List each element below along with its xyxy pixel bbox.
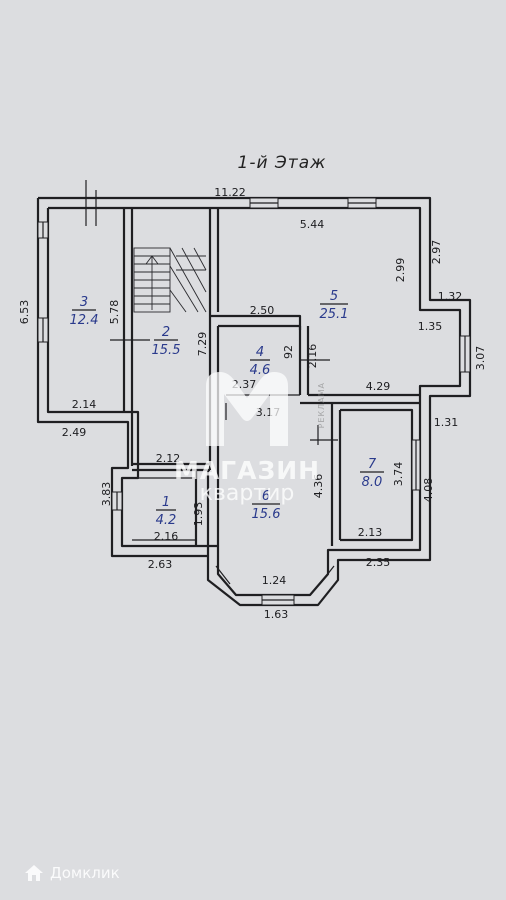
advert-label: РЕКЛАМА (317, 382, 326, 429)
staircase (133, 247, 207, 313)
room-7-number: 7 (368, 457, 377, 472)
floor-title: 1-й Этаж (238, 153, 327, 173)
dim-room5-right: 2.99 (394, 258, 407, 283)
dim-overall-width: 11.22 (214, 186, 246, 199)
dim-room4-b: 2.16 (306, 344, 319, 369)
brand-logo: Домклик (24, 864, 120, 882)
room-1-area: 4.2 (156, 513, 177, 528)
dim-bottom-left: 2.63 (148, 558, 173, 571)
dim-room1-top: 2.12 (156, 452, 181, 465)
room-5-number: 5 (330, 289, 338, 304)
dim-room3-bottom: 2.14 (72, 398, 97, 411)
dimension-labels: 11.22 5.44 6.53 5.78 2.14 2.49 7.29 2.50… (18, 186, 487, 621)
dim-bay-right: 3.07 (474, 346, 487, 371)
dim-room1-bottom: 2.16 (154, 530, 179, 543)
dim-bay-inner: 1.24 (262, 574, 287, 587)
dim-room5-side: 1.35 (418, 320, 443, 333)
dim-room7-right: 4.08 (422, 478, 435, 503)
dim-left-lower: 2.49 (62, 426, 87, 439)
room-6-number: 6 (262, 489, 270, 504)
dim-left-height: 6.53 (18, 300, 31, 325)
dim-top-room5: 5.44 (300, 218, 325, 231)
dim-right-top: 2.97 (430, 240, 443, 265)
dim-room7-bottom: 2.13 (358, 526, 383, 539)
dim-room5-bottom: 4.29 (366, 380, 391, 393)
house-icon (25, 865, 43, 881)
watermark-m-logo-icon (200, 368, 294, 448)
windows (37, 180, 471, 606)
dim-room1-right: 1.93 (192, 502, 205, 527)
watermark-line-2: квартир (199, 481, 295, 506)
watermark: МАГАЗИН квартир (172, 368, 322, 506)
dim-right-lower-step: 1.31 (434, 416, 459, 429)
watermark-line-1: МАГАЗИН (173, 456, 321, 485)
dim-stair-height: 7.29 (196, 332, 209, 357)
room-3-area: 12.4 (70, 313, 99, 328)
dim-bay-outer: 1.63 (264, 608, 289, 621)
dim-bottom-right: 2.35 (366, 556, 391, 569)
room-1-number: 1 (162, 495, 170, 510)
dim-room4-top: 2.50 (250, 304, 275, 317)
dim-room7-height: 3.74 (392, 462, 405, 487)
room-2-area: 15.5 (152, 343, 181, 358)
room-6-area: 15.6 (252, 507, 281, 522)
dim-right-step: 1.32 (438, 290, 463, 303)
dim-room3-height: 5.78 (108, 300, 121, 325)
dim-room6-side: 4.36 (312, 474, 325, 499)
room-2-number: 2 (162, 325, 170, 340)
room-7-area: 8.0 (362, 475, 383, 490)
room-4-area: 4.6 (250, 363, 271, 378)
room-5-area: 25.1 (320, 307, 349, 322)
room-4-number: 4 (256, 345, 264, 360)
dim-room1-left: 3.83 (100, 482, 113, 507)
brand-name: Домклик (50, 864, 120, 882)
room-labels: 3 12.4 2 15.5 4 4.6 5 25.1 1 4.2 6 15.6 … (70, 289, 384, 528)
room-3-number: 3 (80, 295, 88, 310)
dim-room4-a: 92 (282, 345, 295, 359)
